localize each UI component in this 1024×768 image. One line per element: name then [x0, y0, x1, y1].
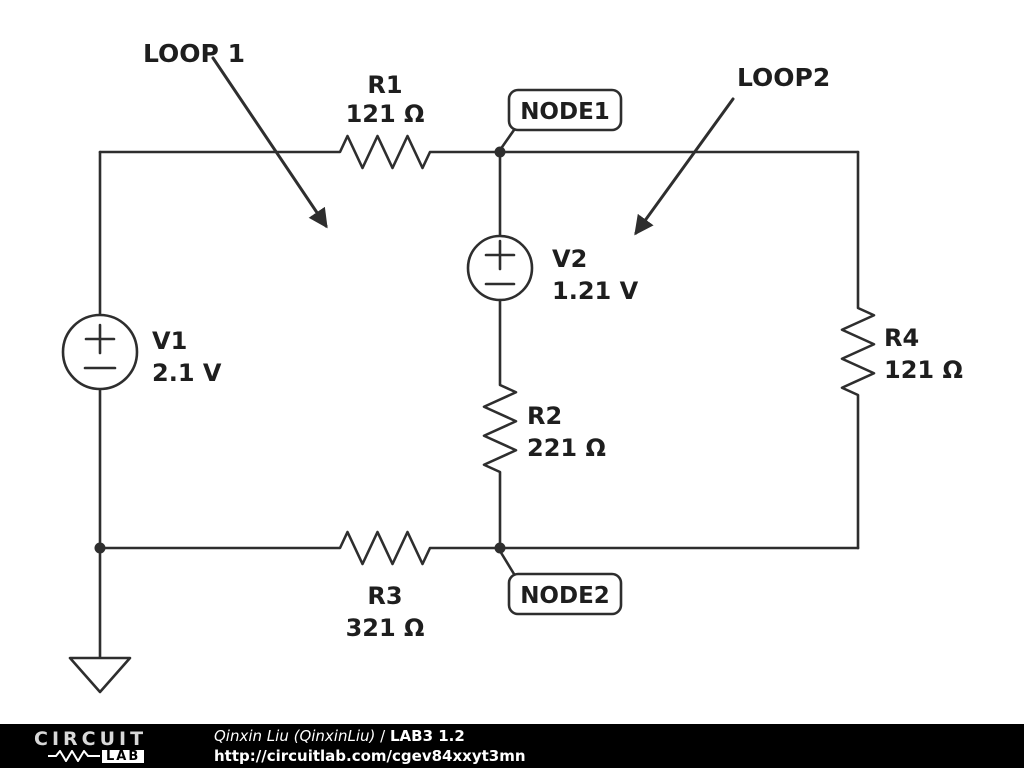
v2-plus-icon	[484, 239, 516, 271]
resistor-zigzag-icon	[48, 750, 100, 762]
footer-attribution: Qinxin Liu (QinxinLiu) / LAB3 1.2	[214, 726, 526, 746]
circuitlab-logo: CIRCUIT LAB	[34, 727, 184, 763]
loop1-label: LOOP 1	[143, 39, 245, 68]
circuitlab-logo-lab-badge: LAB	[102, 749, 145, 763]
r1-label: R1	[367, 71, 402, 99]
r2-label: R2	[527, 402, 562, 430]
node1-callout-tail	[498, 128, 516, 152]
footer-separator: /	[375, 726, 390, 745]
footer-bar: CIRCUIT LAB Qinxin Liu (QinxinLiu) / LAB…	[0, 724, 1024, 768]
wire-middle-with-resistor-r2	[482, 298, 518, 550]
schematic-canvas: R1 121 Ω V1 2.1 V V2 1.21 V R2 221 Ω R4 …	[61, 39, 963, 694]
junction-bottom-left	[94, 542, 106, 554]
v1-label: V1	[152, 327, 187, 355]
v2-value: 1.21 V	[552, 277, 639, 305]
v2-label: V2	[552, 245, 587, 273]
node2-label: NODE2	[520, 583, 610, 609]
ground-symbol	[68, 656, 132, 694]
loop2-label: LOOP2	[737, 63, 830, 92]
wire-top-with-resistor-r1	[98, 134, 860, 170]
footer-author: Qinxin Liu (QinxinLiu)	[214, 726, 376, 745]
footer-project-title: LAB3 1.2	[389, 726, 465, 745]
r3-label: R3	[367, 582, 402, 610]
wire-right-with-resistor-r4	[840, 150, 876, 550]
node1-callout-box	[507, 88, 623, 132]
node2-callout-tail	[498, 549, 516, 576]
loop1-arrow	[211, 56, 328, 229]
r3-value: 321 Ω	[346, 614, 425, 642]
v1-value: 2.1 V	[152, 359, 222, 387]
v1-plus-icon	[84, 323, 116, 355]
node1-label: NODE1	[520, 99, 610, 125]
junction-node1	[494, 146, 506, 158]
circuitlab-logo-wordmark: CIRCUIT	[34, 727, 148, 750]
r4-label: R4	[884, 324, 919, 352]
r2-value: 221 Ω	[527, 434, 606, 462]
loop2-arrow	[634, 97, 735, 236]
wire-bottom-with-resistor-r3	[98, 530, 860, 566]
r1-value: 121 Ω	[346, 100, 425, 128]
node2-callout-box	[507, 572, 623, 616]
junction-node2	[494, 542, 506, 554]
r4-value: 121 Ω	[884, 356, 963, 384]
footer-url: http://circuitlab.com/cgev84xxyt3mn	[214, 747, 526, 765]
footer-text: Qinxin Liu (QinxinLiu) / LAB3 1.2 http:/…	[214, 726, 526, 767]
